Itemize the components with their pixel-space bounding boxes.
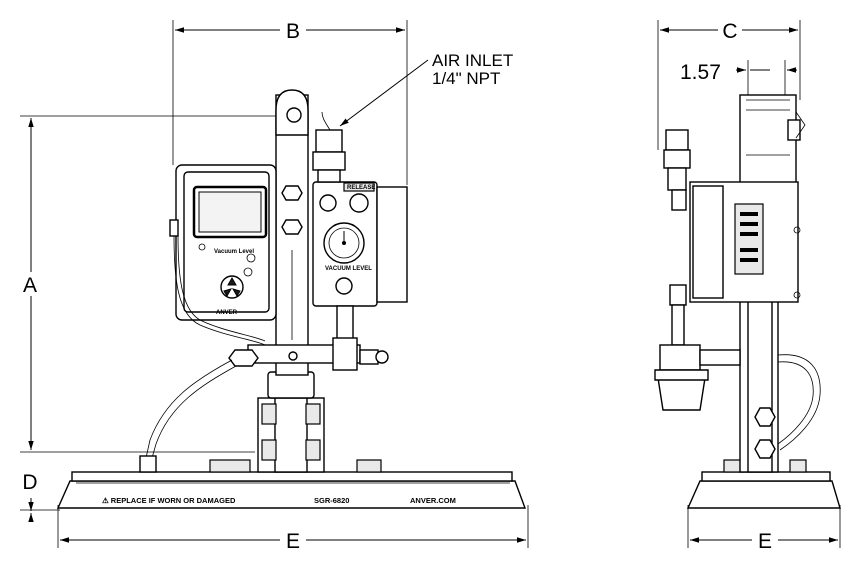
dimension-1-57-label: 1.57 <box>680 61 721 84</box>
pad-model-text: SGR-6820 <box>314 496 349 505</box>
side-view: C 1.57 E <box>654 18 841 553</box>
pad-boss-right <box>356 459 382 473</box>
dimension-d: D <box>20 471 60 522</box>
column-bracket-front <box>257 371 325 473</box>
air-inlet-size-label: 1/4" NPT <box>432 69 500 88</box>
side-housing <box>689 181 801 303</box>
vacuum-controller: Vacuum Level ANVER <box>169 164 277 346</box>
tee-fitting <box>228 337 389 371</box>
air-inlet-callout: AIR INLET 1/4" NPT <box>339 51 513 127</box>
side-inlet-fitting <box>663 129 691 211</box>
vacuum-level-label: Vacuum Level <box>214 249 254 255</box>
side-hex-nut-upper <box>754 407 776 427</box>
pad-boss-left <box>209 459 251 473</box>
dimension-e-front-label: E <box>286 530 300 553</box>
dimension-e-front: E <box>57 505 529 553</box>
suction-pad-side <box>686 480 841 509</box>
dimension-c-label: C <box>722 20 737 43</box>
side-vacuum-hose <box>777 354 821 451</box>
suction-pad-front: ⚠ REPLACE IF WORN OR DAMAGED SGR-6820 AN… <box>56 480 527 509</box>
lifting-eye <box>275 89 309 136</box>
hex-nut-lower <box>281 219 303 235</box>
valve-block: RELEASE VACUUM LEVEL <box>312 181 408 307</box>
dimension-d-label: D <box>22 471 37 494</box>
side-boss-right <box>789 459 807 473</box>
air-inlet-label: AIR INLET <box>432 51 513 70</box>
side-hex-nut-lower <box>754 439 776 459</box>
dimension-b: B <box>172 19 408 185</box>
dimension-b-label: B <box>286 20 300 43</box>
vacuum-level-caps-label: VACUUM LEVEL <box>325 266 372 272</box>
mounting-plate-side <box>701 471 831 482</box>
dimension-a: A <box>18 115 290 453</box>
brand-label: ANVER <box>216 310 238 316</box>
pad-website-text: ANVER.COM <box>410 496 456 505</box>
side-column <box>739 299 779 473</box>
inlet-fitting-front <box>312 111 346 183</box>
mounting-plate-front <box>71 471 513 482</box>
dimension-1-57: 1.57 <box>680 60 797 100</box>
hex-nut-upper <box>281 185 303 201</box>
front-view: B A D E AIR INLET 1/4" <box>18 19 529 553</box>
dimension-c: C <box>657 18 801 150</box>
dimension-a-label: A <box>23 274 37 297</box>
pad-warning-text: ⚠ REPLACE IF WORN OR DAMAGED <box>102 496 236 505</box>
vacuum-hose <box>139 359 237 473</box>
release-label: RELEASE <box>347 185 375 191</box>
side-lower-fitting <box>654 284 741 411</box>
dimension-e-side: E <box>687 505 841 553</box>
dimension-e-side-label: E <box>758 530 772 553</box>
side-lifting-bracket <box>739 94 806 186</box>
